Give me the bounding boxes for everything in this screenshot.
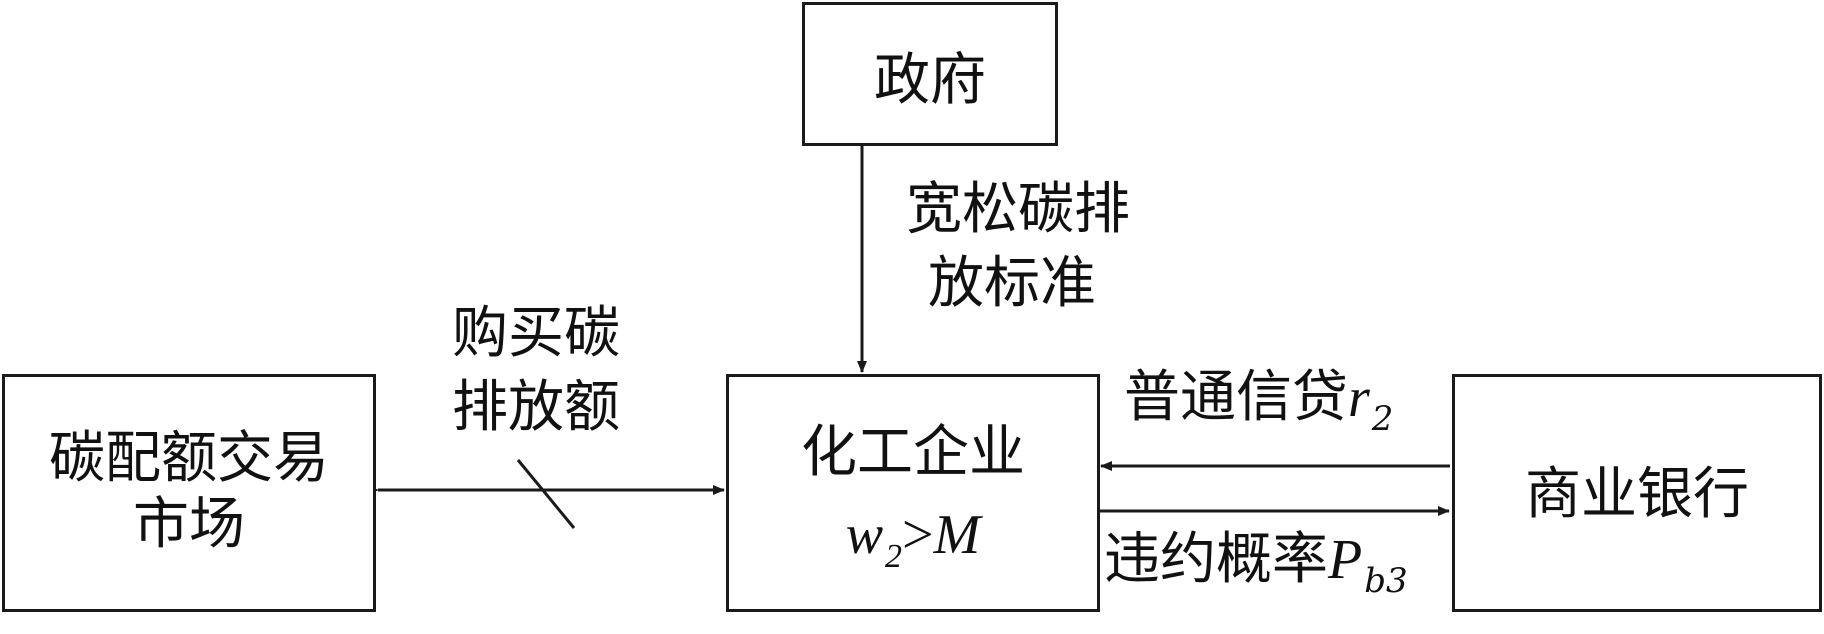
gov-edge-label-line2: 放标准 [928, 251, 1096, 316]
enterprise-label: 化工企业 [801, 420, 1025, 485]
condition-op: > [902, 504, 934, 566]
condition-var: w [845, 504, 884, 566]
government-node: 政府 [802, 2, 1058, 146]
market-edge-label-line2: 排放额 [452, 375, 620, 440]
bank-label: 商业银行 [1525, 462, 1749, 527]
carbon-market-label-line1: 碳配额交易 [49, 426, 329, 491]
default-prob-var: P [1328, 529, 1363, 591]
default-prob-var-sub: b3 [1364, 561, 1408, 601]
condition-var-sub: 2 [885, 538, 903, 575]
credit-var: r [1348, 367, 1370, 429]
default-prob-text: 违约概率 [1104, 527, 1328, 592]
credit-var-sub: 2 [1371, 399, 1394, 439]
carbon-market-node: 碳配额交易 市场 [2, 374, 376, 612]
gov-edge-label-line1: 宽松碳排 [906, 177, 1130, 242]
market-edge-label-line1: 购买碳 [452, 301, 620, 366]
condition-rhs: M [933, 504, 981, 566]
chemical-enterprise-node: 化工企业 w2>M [726, 374, 1100, 612]
carbon-market-label-line2: 市场 [133, 492, 245, 557]
bank-edge-label: 普通信贷r2 [1124, 365, 1393, 438]
blocked-slash-mark [516, 459, 576, 529]
commercial-bank-node: 商业银行 [1452, 374, 1822, 612]
government-label: 政府 [874, 48, 986, 113]
enterprise-edge-label: 违约概率Pb3 [1104, 527, 1408, 600]
enterprise-condition: w2>M [729, 503, 1097, 575]
credit-text: 普通信贷 [1124, 365, 1348, 430]
